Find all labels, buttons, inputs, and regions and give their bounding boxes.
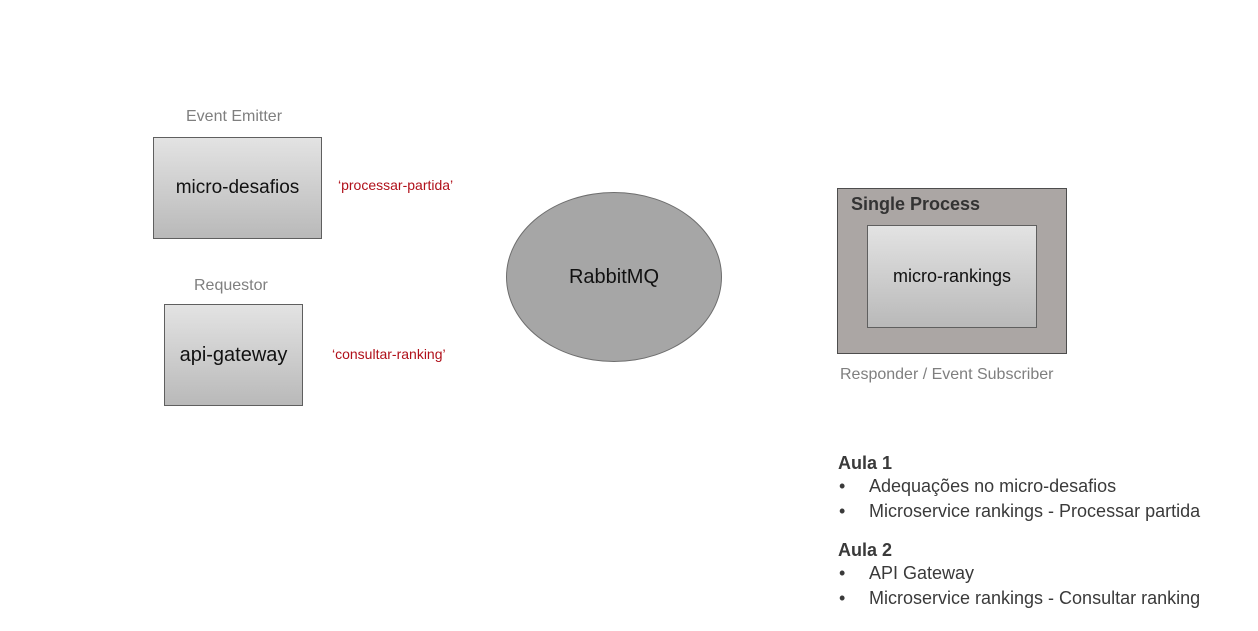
single-process-container: Single Process micro-rankings	[837, 188, 1067, 354]
bullet-icon: •	[839, 476, 846, 496]
list-item-text: Adequações no micro-desafios	[869, 476, 1117, 496]
bullet-icon: •	[839, 588, 846, 608]
event-emitter-label: Event Emitter	[186, 108, 283, 125]
requestor-label: Requestor	[194, 277, 268, 294]
list-item: • API Gateway	[838, 561, 1248, 586]
api-gateway-box: api-gateway	[164, 304, 303, 406]
processar-partida-topic: ‘processar-partida’	[338, 177, 454, 193]
rabbitmq-broker: RabbitMQ	[506, 192, 722, 362]
single-process-title: Single Process	[851, 194, 981, 214]
lesson-title: Aula 2	[838, 540, 893, 560]
list-item-text: API Gateway	[869, 563, 975, 583]
lesson-notes: Aula 1 • Adequações no micro-desafios • …	[838, 452, 1248, 626]
bullet-icon: •	[839, 563, 846, 583]
responder-subscriber-label: Responder / Event Subscriber	[840, 366, 1054, 383]
list-item: • Microservice rankings - Processar part…	[838, 499, 1248, 524]
list-item: • Adequações no micro-desafios	[838, 474, 1248, 499]
consultar-ranking-topic: ‘consultar-ranking’	[332, 346, 446, 362]
micro-rankings-box: micro-rankings	[867, 225, 1037, 328]
lesson-aula-1: Aula 1 • Adequações no micro-desafios • …	[838, 452, 1248, 524]
lesson-aula-2: Aula 2 • API Gateway • Microservice rank…	[838, 539, 1248, 611]
rabbitmq-label: RabbitMQ	[568, 265, 660, 288]
lesson-title: Aula 1	[838, 453, 893, 473]
bullet-icon: •	[839, 501, 846, 521]
list-item-text: Microservice rankings - Consultar rankin…	[869, 588, 1201, 608]
micro-desafios-box: micro-desafios	[153, 137, 322, 239]
list-item: • Microservice rankings - Consultar rank…	[838, 586, 1248, 611]
list-item-text: Microservice rankings - Processar partid…	[869, 501, 1201, 521]
